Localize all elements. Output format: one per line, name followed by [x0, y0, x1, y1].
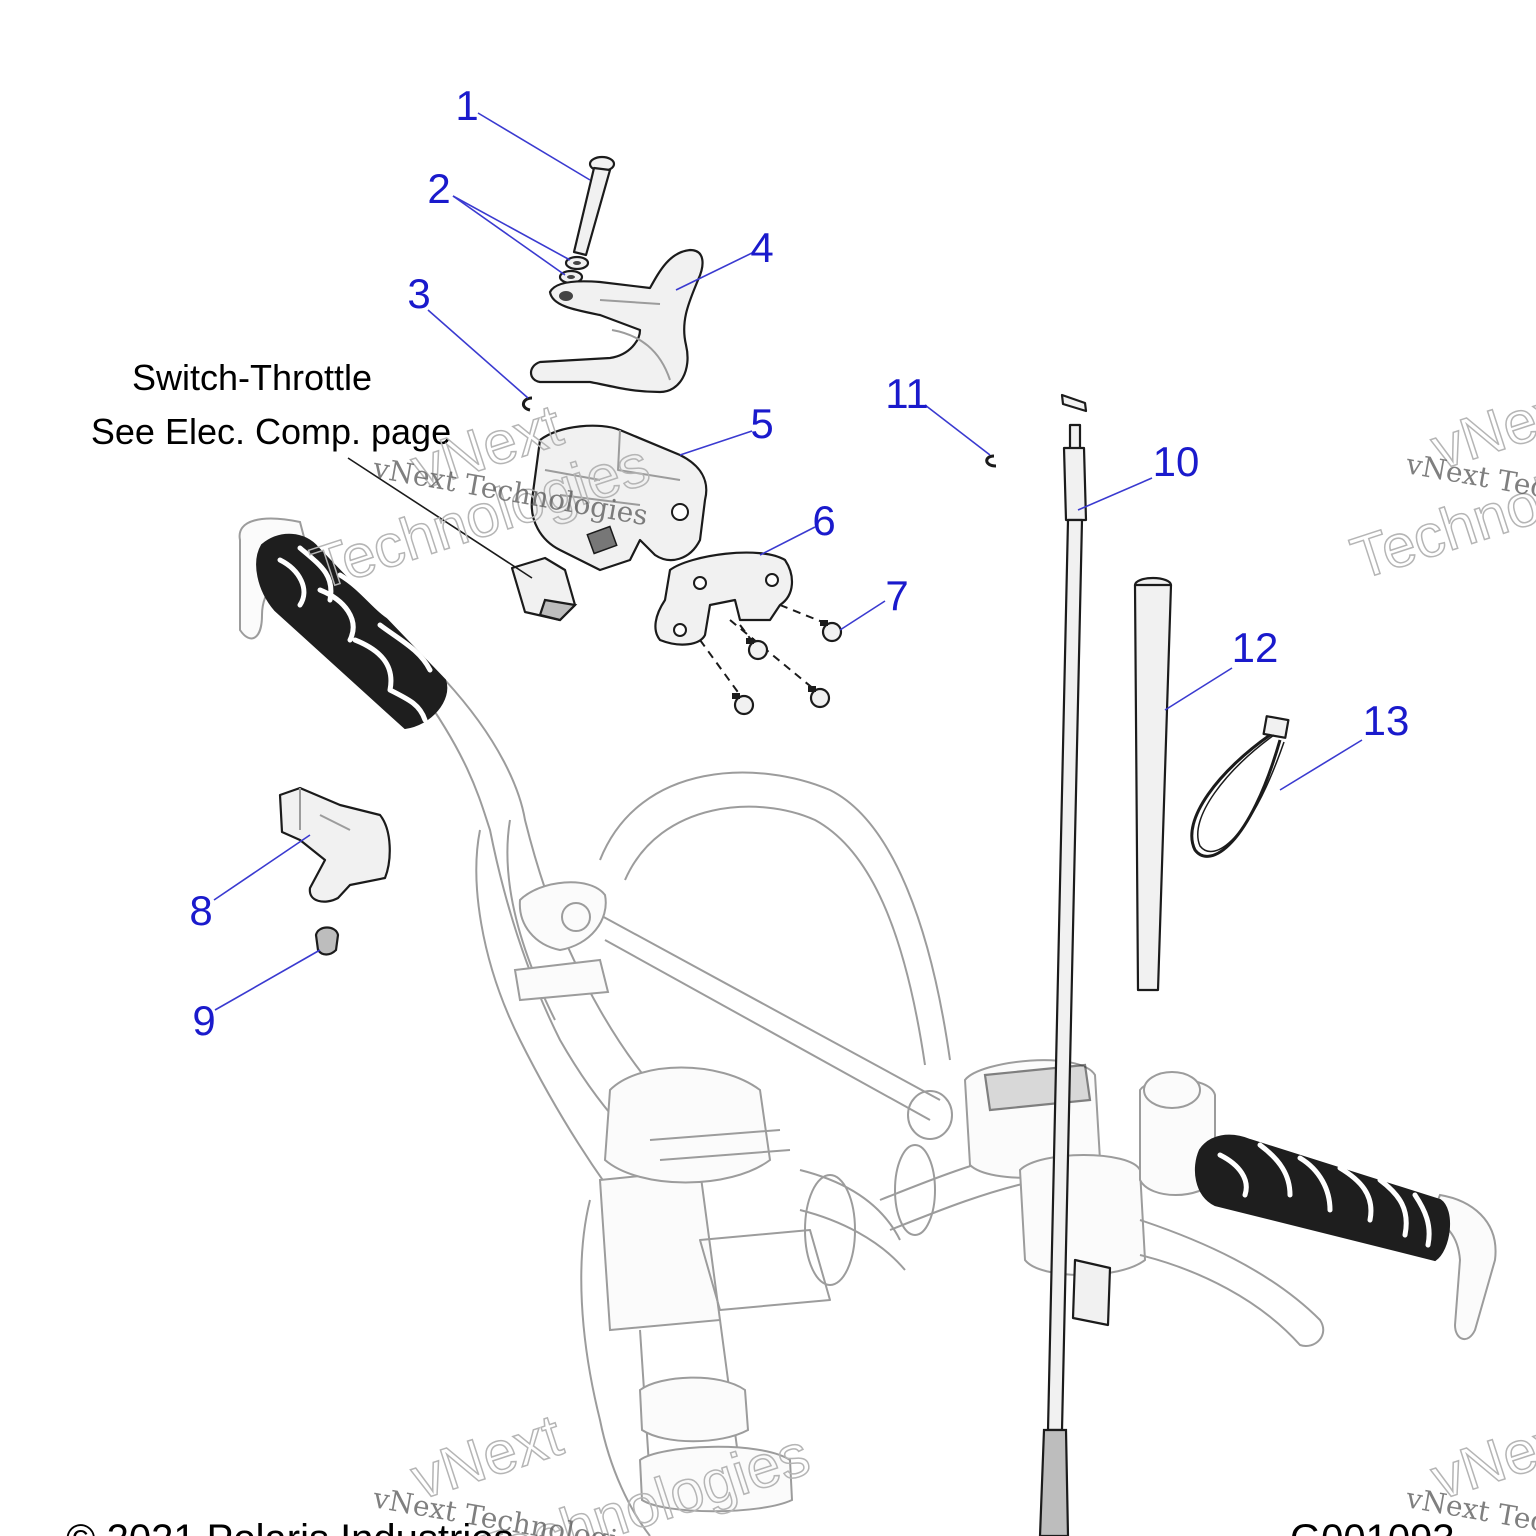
part-13-cable-tie [1190, 715, 1290, 858]
switch-throttle-note: Switch-Throttle See Elec. Comp. page [91, 357, 451, 452]
callout-5: 5 [750, 400, 773, 447]
callout-labels: 1 2 3 4 5 6 7 8 9 10 11 12 13 [189, 82, 1409, 1044]
part-6-cover [654, 551, 793, 646]
screw-c [732, 693, 755, 716]
callout-11: 11 [885, 370, 929, 417]
leader-lines [213, 112, 1363, 1011]
callout-8: 8 [189, 887, 212, 934]
callout-1: 1 [455, 82, 478, 129]
throttle-switch-connector [510, 556, 578, 622]
part-10-cable [1038, 393, 1112, 1536]
part-11-clip [985, 454, 997, 468]
callout-3: 3 [407, 270, 430, 317]
callout-12: 12 [1232, 624, 1279, 671]
screw-b [746, 638, 769, 661]
part-4-lever [529, 248, 704, 394]
copyright-text: © 2021 Polaris Industries [66, 1517, 513, 1536]
callout-6: 6 [812, 497, 835, 544]
part-8-bracket [278, 786, 391, 903]
callout-4: 4 [750, 224, 773, 271]
right-grip [1194, 1134, 1451, 1262]
callout-7: 7 [885, 572, 908, 619]
part-12-tube [1133, 576, 1173, 992]
screw-a [820, 620, 843, 643]
part-1-bolt [572, 155, 616, 257]
note-line-1: Switch-Throttle [132, 357, 372, 398]
left-grip [256, 533, 448, 730]
part-7-screws [699, 604, 843, 716]
callout-2: 2 [427, 165, 450, 212]
diagram-code: G001093 [1290, 1517, 1455, 1536]
callout-10: 10 [1153, 438, 1200, 485]
screw-d [808, 686, 831, 709]
part-9-cap [314, 926, 340, 956]
part-5-housing [530, 424, 708, 572]
note-line-2: See Elec. Comp. page [91, 411, 451, 452]
footer: © 2021 Polaris Industries G001093 [66, 1517, 1455, 1536]
part-2-washers [558, 255, 590, 285]
callout-13: 13 [1363, 697, 1410, 744]
part-3-clip [522, 396, 533, 412]
callout-9: 9 [192, 997, 215, 1044]
